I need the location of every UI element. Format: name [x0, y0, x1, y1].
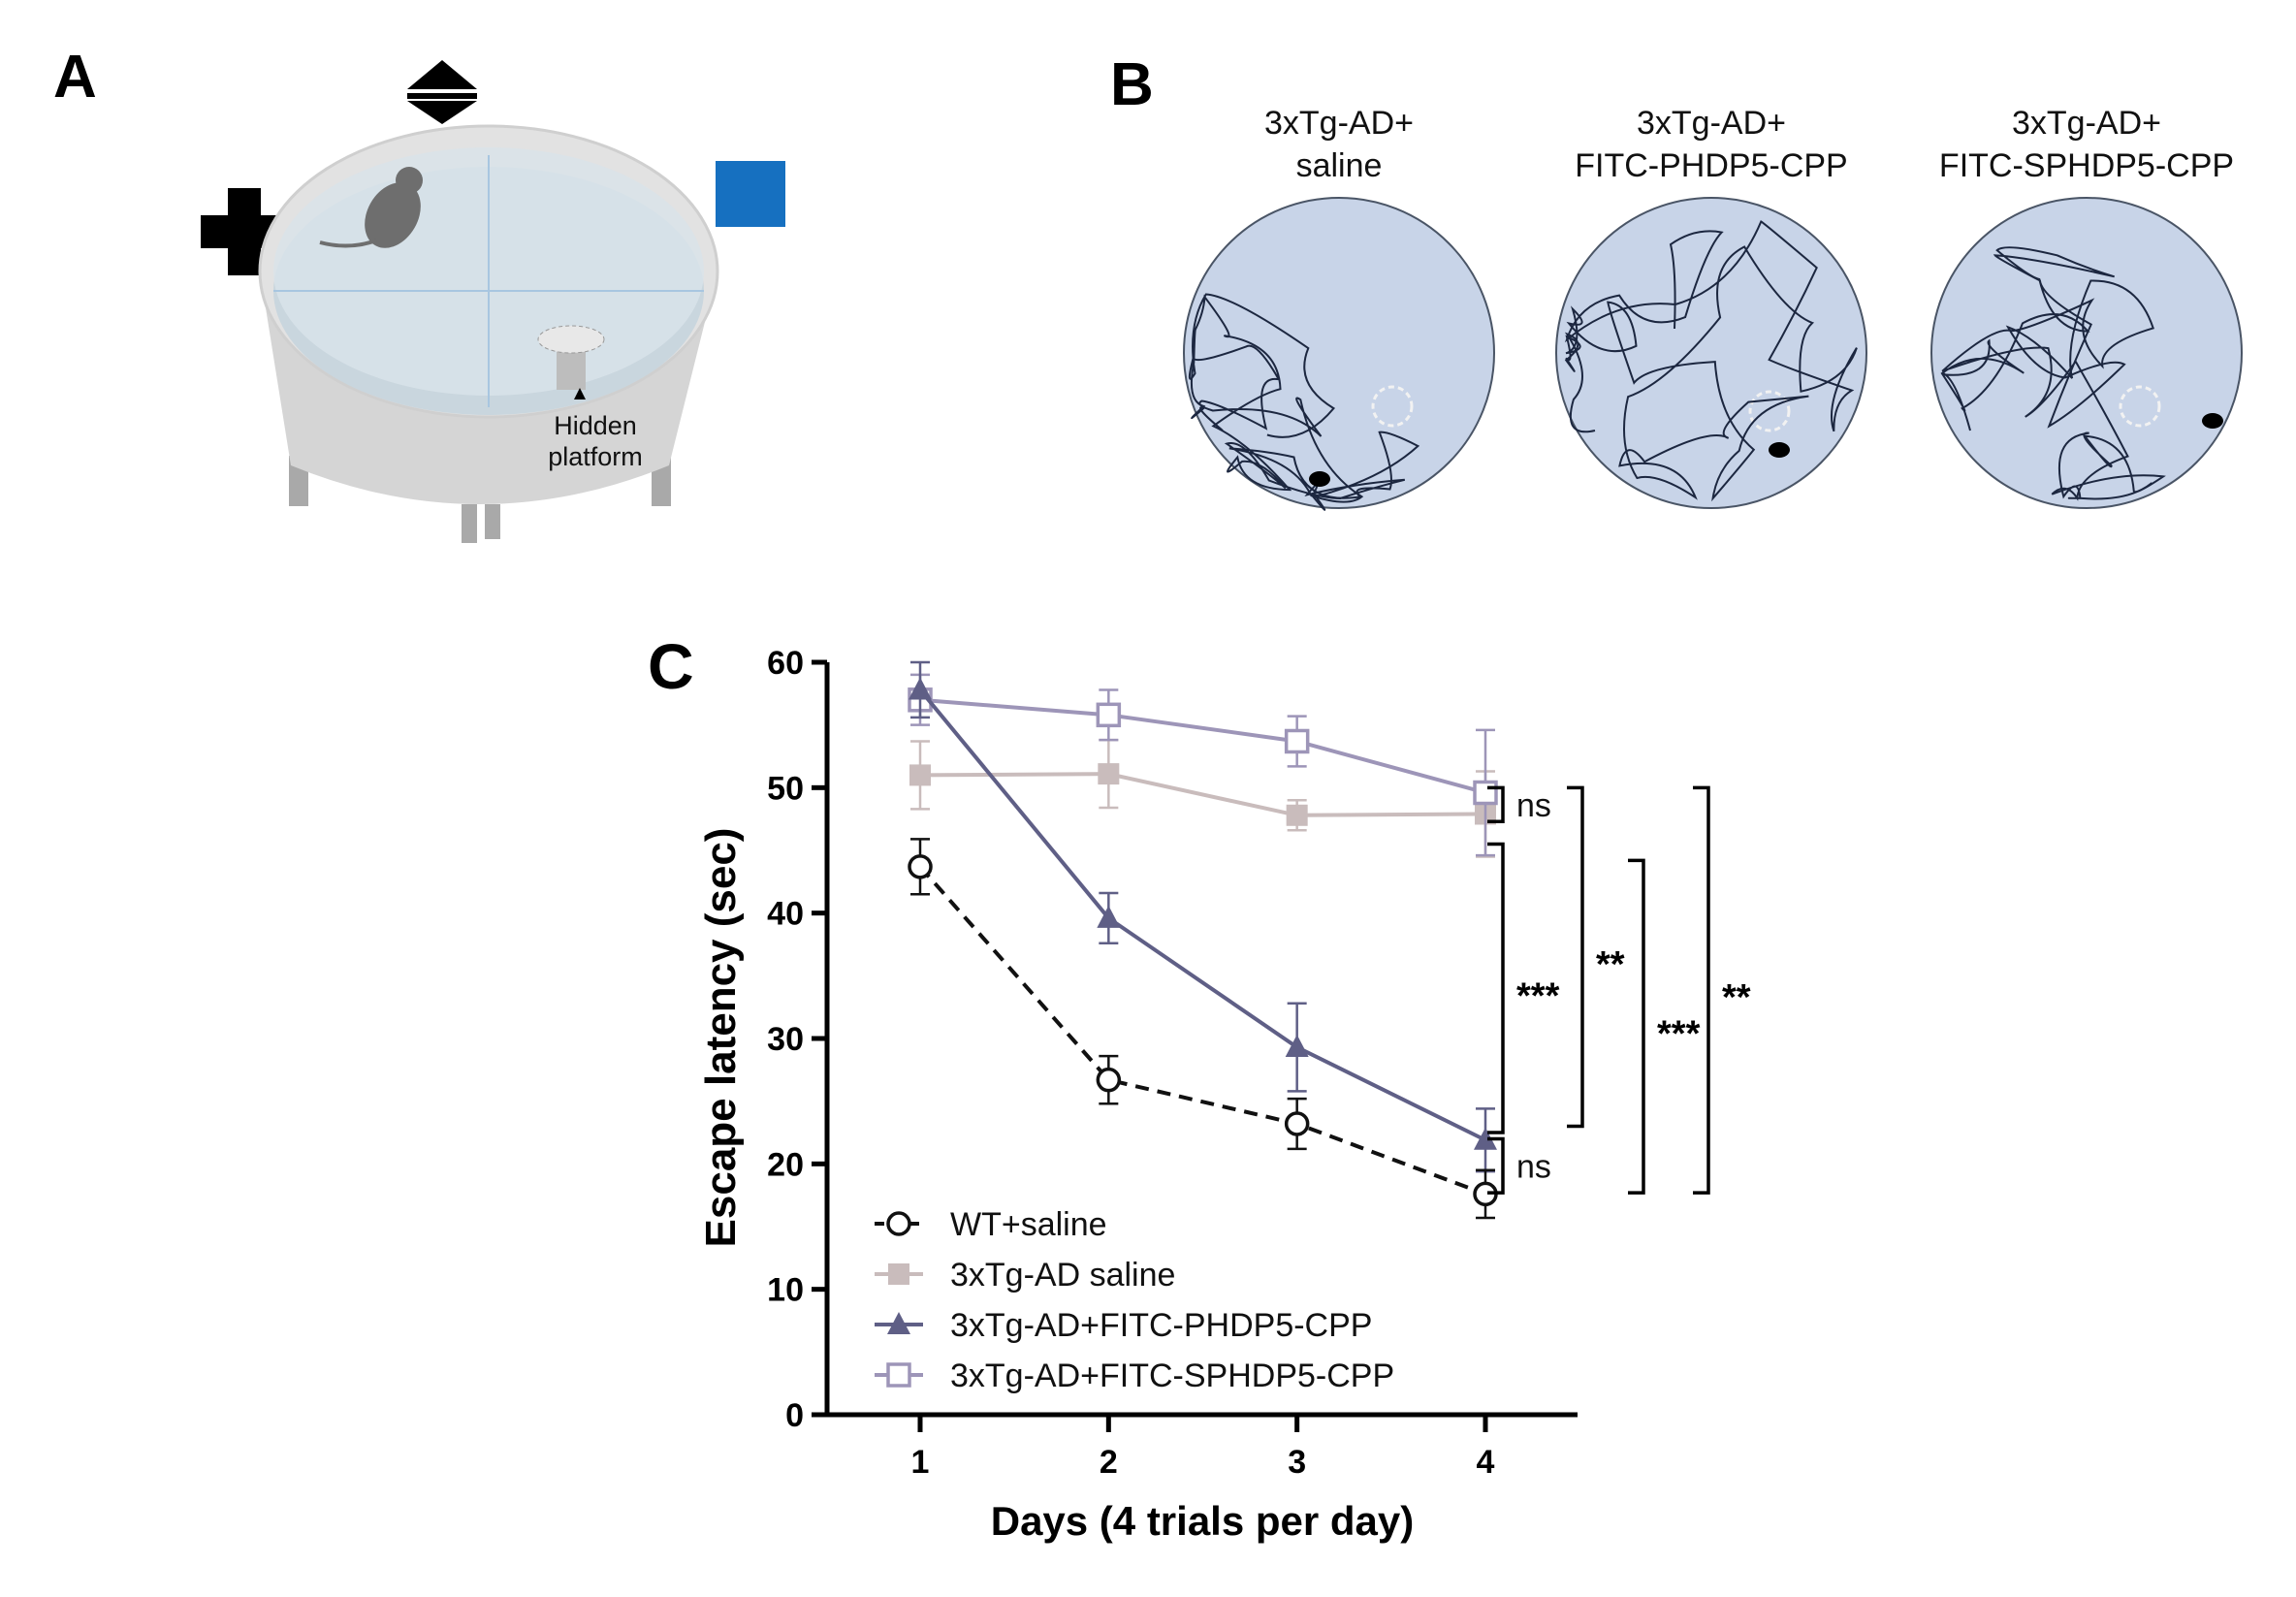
legend-item: 3xTg-AD+FITC-SPHDP5-CPP [875, 1357, 1394, 1394]
pool-circle [1930, 197, 2243, 509]
data-point [1096, 702, 1122, 728]
data-point [1285, 1035, 1309, 1058]
group-title-line1: 3xTg-AD+ [2012, 105, 2161, 142]
legend-item: 3xTg-AD+FITC-PHDP5-CPP [875, 1307, 1372, 1344]
panel-b: B 3xTg-AD+ saline 3xTg-AD+ FITC-PHDP5-CPP 3x… [1110, 51, 2243, 511]
legend-item: WT+saline [875, 1206, 1107, 1243]
series-line [919, 772, 1486, 817]
legend-label: WT+saline [950, 1206, 1107, 1243]
mouse-icon [319, 167, 423, 248]
legend-marker [887, 1312, 910, 1334]
significance-label: *** [1657, 1014, 1701, 1055]
group-title-line2: saline [1296, 147, 1383, 184]
significance-bracket [1487, 842, 1505, 1134]
y-tick-label: 50 [767, 770, 804, 807]
significance-bracket [1487, 785, 1505, 824]
x-axis-label: Days (4 trials per day) [991, 1498, 1415, 1544]
data-point [1097, 905, 1121, 928]
data-point [1474, 1127, 1497, 1150]
y-tick-label: 60 [767, 645, 804, 682]
pool-circle [1183, 197, 1495, 509]
hidden-platform [537, 325, 605, 354]
y-tick-label: 30 [767, 1021, 804, 1058]
data-point [1286, 804, 1308, 826]
legend-item: 3xTg-AD saline [875, 1257, 1175, 1294]
series-line [918, 688, 1486, 1142]
significance-bracket [1567, 785, 1584, 1129]
data-point [1473, 780, 1498, 806]
platform-location [1748, 390, 1791, 432]
significance-bracket [1487, 1136, 1505, 1195]
panel-a-label: A [53, 44, 97, 111]
series-3 [908, 673, 1498, 857]
data-point [909, 677, 932, 700]
platform-label-line2: platform [548, 442, 643, 471]
series-2 [909, 660, 1497, 1173]
significance-bracket [1693, 785, 1710, 1195]
y-tick-label: 0 [785, 1397, 804, 1434]
mouse-icon [1309, 471, 1330, 487]
group-title-line1: 3xTg-AD+ [1637, 105, 1786, 142]
significance-label: ** [1722, 977, 1751, 1018]
platform-location [1371, 385, 1414, 428]
data-point [908, 854, 933, 879]
data-point [1284, 1111, 1310, 1136]
y-tick-label: 20 [767, 1146, 804, 1183]
significance-label: ns [1516, 787, 1551, 824]
y-tick-label: 10 [767, 1272, 804, 1309]
y-tick-label: 40 [767, 896, 804, 933]
triangle-cue-icon [407, 60, 477, 124]
group-title-line2: FITC-PHDP5-CPP [1575, 147, 1847, 184]
data-point [1098, 763, 1120, 785]
swim-path [1564, 220, 1858, 502]
series-line [919, 697, 1486, 795]
significance-label: ** [1596, 944, 1625, 985]
data-point [1096, 1067, 1122, 1093]
legend-marker [888, 1263, 909, 1285]
legend-label: 3xTg-AD+FITC-PHDP5-CPP [950, 1307, 1372, 1344]
series-line [918, 865, 1486, 1197]
legend-label: 3xTg-AD+FITC-SPHDP5-CPP [950, 1357, 1394, 1394]
panel-c-label: C [648, 630, 694, 702]
group-title-line2: FITC-SPHDP5-CPP [1939, 147, 2234, 184]
water-maze-pool: Hidden platform [258, 124, 719, 543]
platform-location [2119, 385, 2161, 428]
x-tick-label: 3 [1288, 1444, 1306, 1481]
legend-label: 3xTg-AD saline [950, 1257, 1175, 1294]
platform-label-line1: Hidden [554, 411, 637, 440]
series-0 [908, 838, 1498, 1220]
swim-path [1940, 246, 2166, 501]
x-tick-label: 2 [1100, 1444, 1118, 1481]
square-cue-icon [716, 161, 785, 227]
cross-cue-icon [201, 188, 288, 275]
panel-a: A Hidd [53, 44, 785, 543]
significance-bracket [1628, 858, 1645, 1195]
x-tick-label: 1 [911, 1444, 930, 1481]
legend-marker [886, 1362, 911, 1388]
y-axis-label: Escape latency (sec) [697, 828, 745, 1248]
swim-path [1188, 293, 1420, 511]
panel-b-label: B [1110, 51, 1154, 118]
legend-marker [886, 1211, 911, 1236]
data-point [1284, 728, 1310, 754]
data-point [909, 764, 931, 786]
pool-circle [1555, 197, 1867, 509]
mouse-icon [2202, 413, 2223, 429]
series-1 [909, 738, 1496, 858]
mouse-icon [1769, 442, 1790, 458]
group-title-line1: 3xTg-AD+ [1264, 105, 1414, 142]
significance-label: *** [1516, 975, 1560, 1016]
significance-label: ns [1516, 1148, 1551, 1185]
x-tick-label: 4 [1477, 1444, 1495, 1481]
